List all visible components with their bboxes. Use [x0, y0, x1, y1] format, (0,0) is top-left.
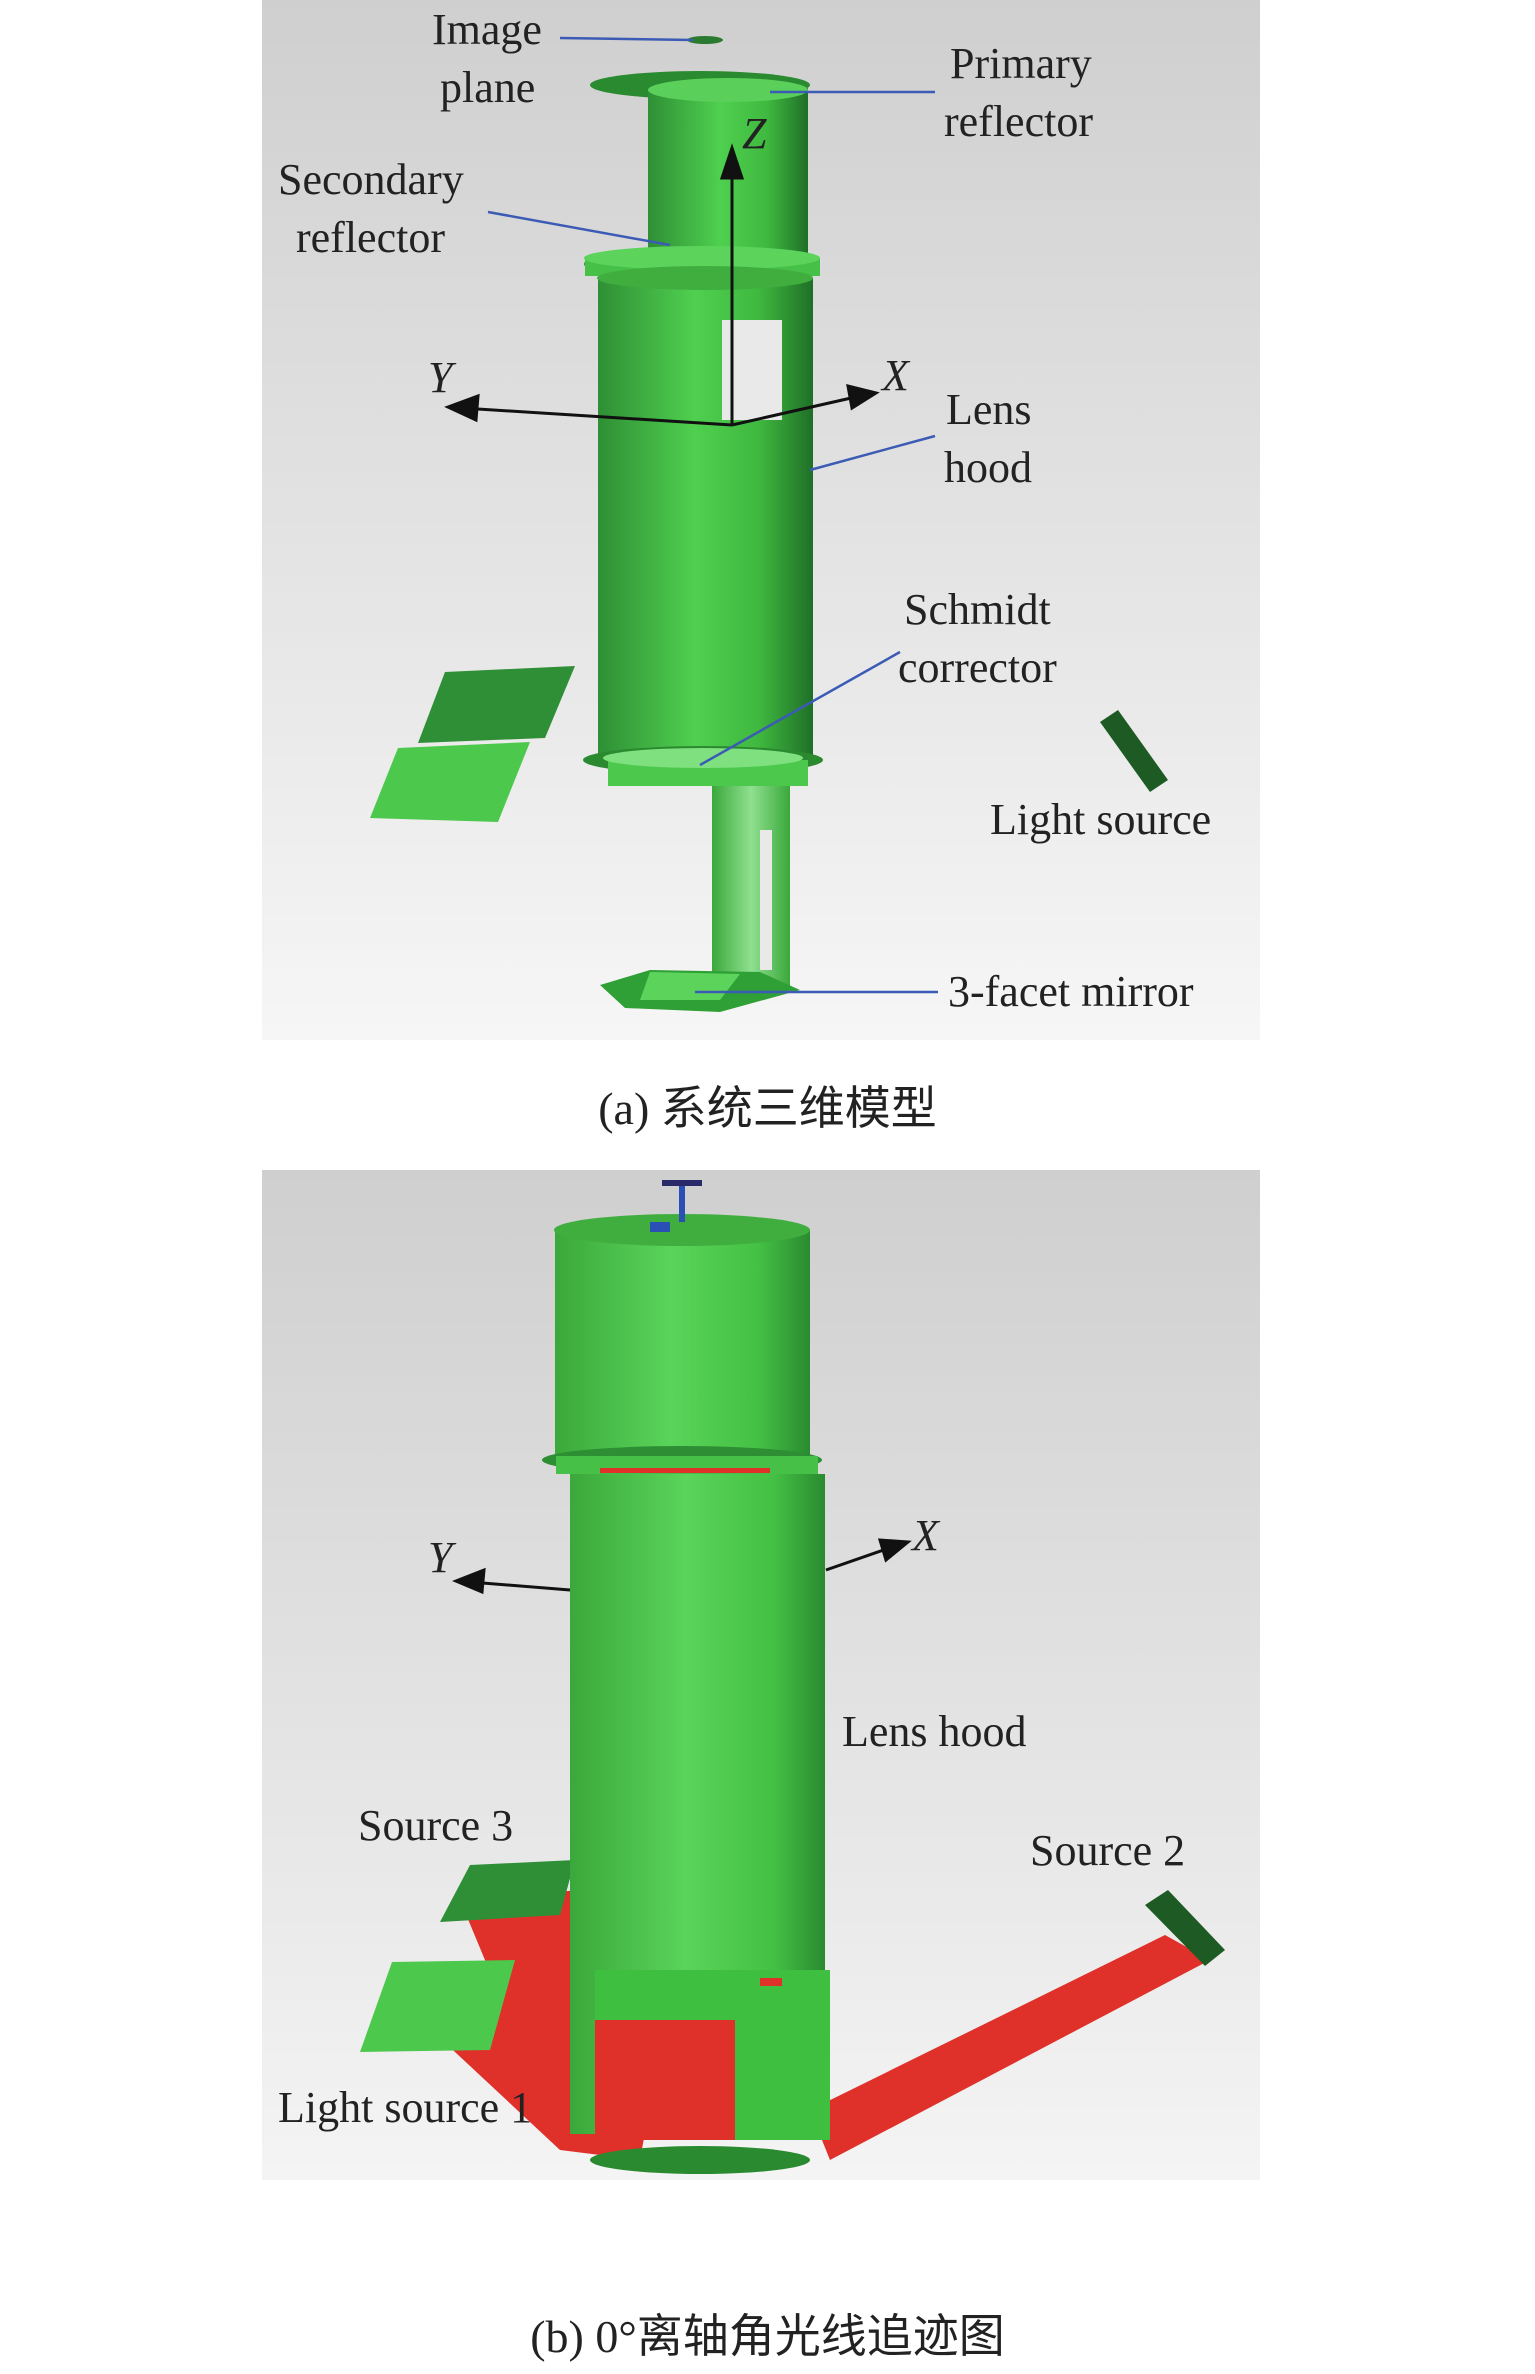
- label-secondary-2: reflector: [296, 213, 445, 262]
- image-plane-shape: [687, 36, 723, 44]
- image-plane-top: [662, 1180, 702, 1222]
- axes-a: [444, 143, 880, 427]
- ray-bundle-source2: [810, 1935, 1210, 2160]
- mirror-panel-dark: [418, 666, 575, 743]
- schmidt-corrector-shape: [583, 746, 823, 786]
- caption-b: (b) 0°离轴角光线追迹图: [530, 2311, 1005, 2362]
- source3-shape: [440, 1860, 575, 1922]
- light-source-shape: [1100, 710, 1168, 792]
- label-lens-hood-b: Lens hood: [842, 1707, 1027, 1756]
- lens-hood-shape: [597, 266, 813, 758]
- label-lens-1: Lens: [946, 385, 1032, 434]
- source1-shape: [360, 1960, 515, 2052]
- panel-b-raytrace: Y X Lens hood Source 3 Source 2 Light so…: [262, 1170, 1260, 2180]
- label-schmidt-1: Schmidt: [904, 585, 1051, 634]
- axis-x-label: X: [880, 351, 911, 400]
- axis-y-label-b: Y: [428, 1533, 457, 1582]
- axis-x-label-b: X: [910, 1511, 941, 1560]
- label-primary-2: reflector: [944, 97, 1093, 146]
- lower-stem-shape: [712, 786, 790, 986]
- label-source1: Light source 1: [278, 2083, 532, 2132]
- label-light-source: Light source: [990, 795, 1211, 844]
- axes-b: [452, 1538, 912, 1595]
- axis-y-label: Y: [428, 353, 457, 402]
- label-source3: Source 3: [358, 1801, 513, 1850]
- label-secondary-1: Secondary: [278, 155, 464, 204]
- label-image-plane-1: Image: [432, 5, 542, 54]
- lens-hood-body: [542, 1214, 830, 2174]
- panel-a-model: Z Y X Image plane Primary reflector Seco…: [262, 0, 1260, 1040]
- source2-shape: [1145, 1890, 1225, 1966]
- caption-a: (a) 系统三维模型: [598, 1083, 937, 1134]
- label-schmidt-2: corrector: [898, 643, 1057, 692]
- label-lens-2: hood: [944, 443, 1032, 492]
- leader-lines-a: [487, 36, 938, 994]
- label-primary-1: Primary: [950, 39, 1092, 88]
- label-source2: Source 2: [1030, 1826, 1185, 1875]
- axis-z-label: Z: [742, 109, 767, 158]
- label-facet-mirror: 3-facet mirror: [948, 967, 1194, 1016]
- label-image-plane-2: plane: [440, 63, 535, 112]
- mirror-panel-light: [370, 742, 530, 822]
